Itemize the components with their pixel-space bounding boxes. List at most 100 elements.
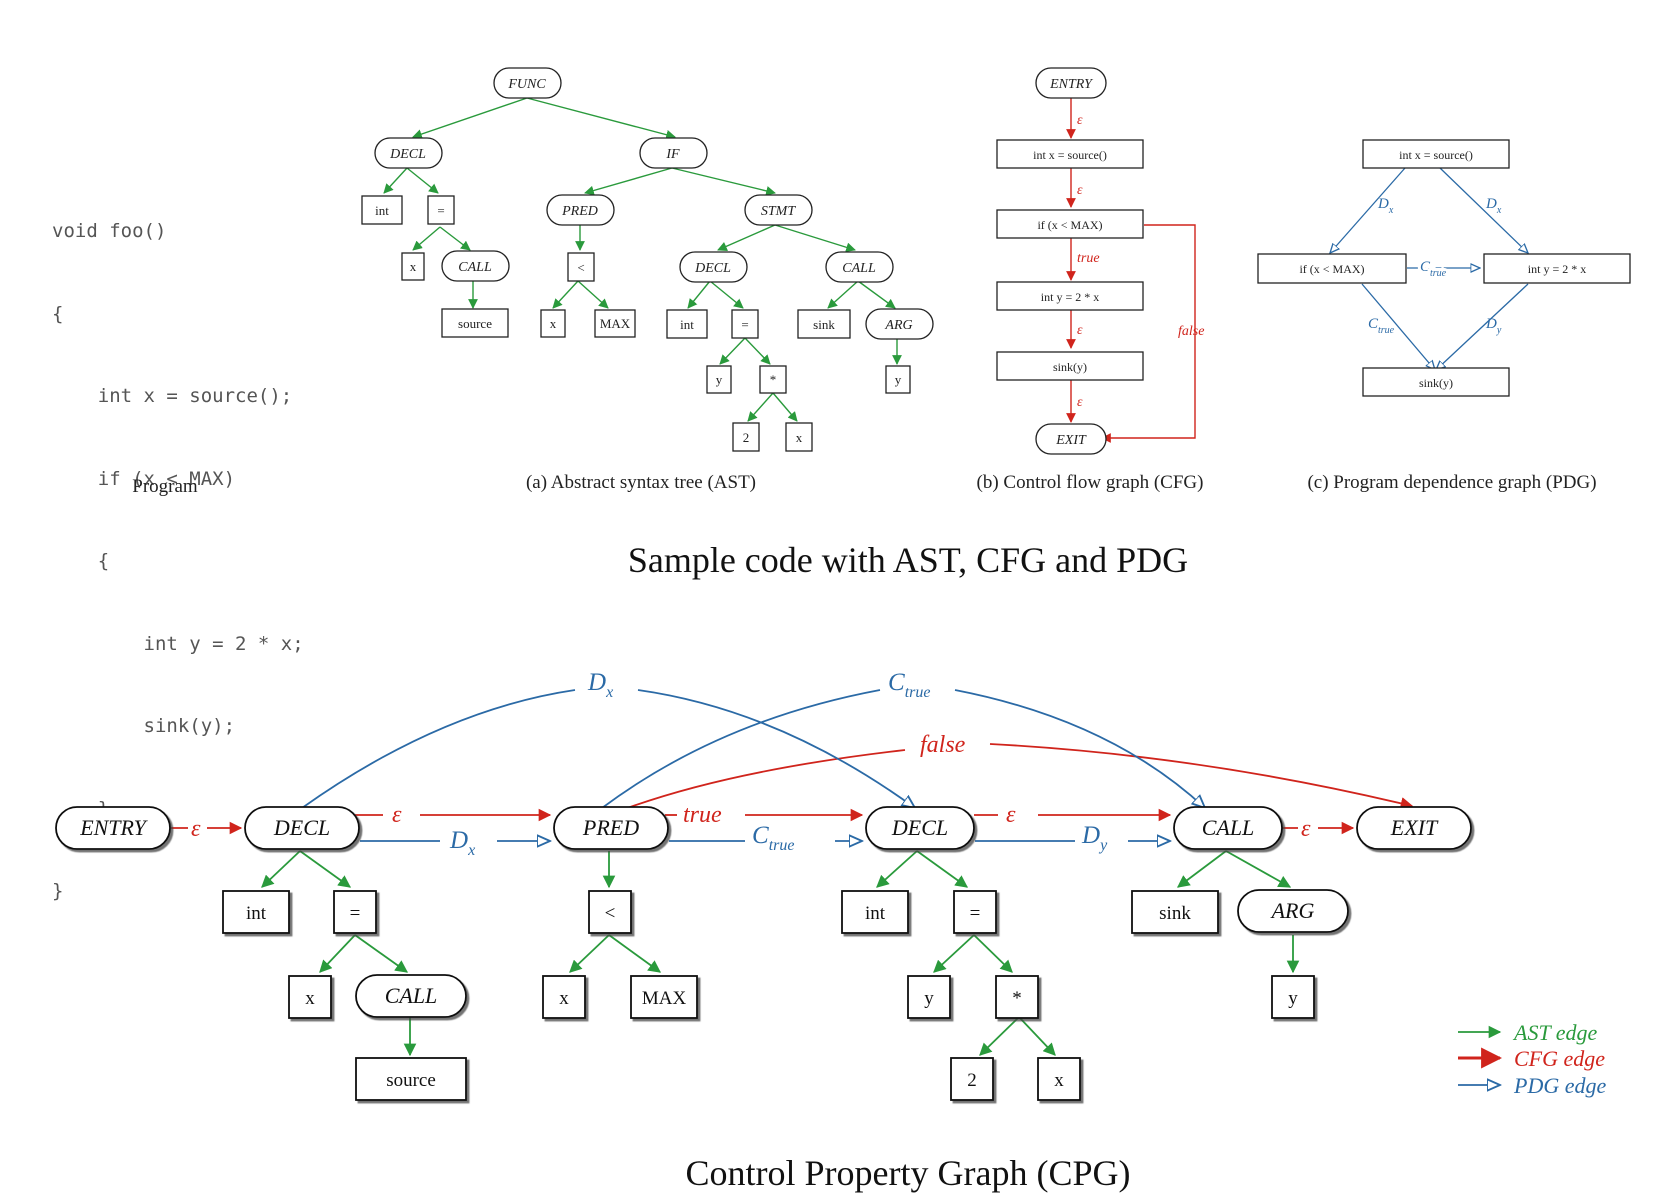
ast-label: x: [550, 316, 557, 331]
cfg-node-n4: [996, 351, 1144, 381]
cpg-node-int1: [222, 890, 290, 934]
legend-cfg: CFG edge: [1514, 1046, 1605, 1071]
ast-label: =: [741, 317, 748, 332]
ast-label: int: [680, 317, 694, 332]
ast-node-sink: [797, 309, 851, 339]
cpg-edge-label-dy: Dy: [1081, 822, 1108, 854]
cpg-label: ENTRY: [79, 815, 148, 840]
ast-node-x: [401, 252, 425, 281]
cpg-label: =: [970, 903, 981, 924]
pdg-diagram: [1330, 167, 1528, 370]
ast-node-max: [594, 309, 636, 338]
ast-node-lt: [567, 252, 595, 282]
pdg-node-n2: [1257, 253, 1407, 284]
cpg-label: int: [246, 903, 267, 924]
cpg-edge-label-dx-arc: Dx: [587, 669, 613, 701]
ast-label: PRED: [561, 204, 598, 219]
pdg-edge-label: Ctrue: [1368, 316, 1395, 336]
ast-label: *: [770, 372, 777, 387]
cpg-edge-label-false: false: [920, 732, 966, 758]
pdg-edge-label: Dy: [1485, 316, 1502, 336]
cfg-edge-label: ε: [1077, 323, 1083, 338]
cpg-node-x1: [288, 975, 332, 1019]
cpg-edge-label-eps: ε: [191, 816, 201, 842]
cpg-node-decl1: [244, 806, 360, 850]
legend: AST edge CFG edge PDG edge: [1458, 1020, 1606, 1098]
pdg-label: sink(y): [1419, 376, 1453, 390]
cpg-node-exit: [1356, 806, 1472, 850]
cfg-label: EXIT: [1055, 433, 1087, 448]
code-line: if (x < MAX): [52, 467, 236, 490]
cpg-pdg-edges: [301, 689, 1205, 841]
ast-node-func: [493, 67, 562, 99]
ast-node-x3: [785, 422, 813, 452]
caption-cfg: (b) Control flow graph (CFG): [977, 472, 1204, 493]
ast-label: ARG: [884, 318, 912, 333]
cfg-label: sink(y): [1053, 360, 1087, 374]
cpg-label: 2: [967, 1070, 977, 1091]
cpg-node-max: [630, 975, 698, 1019]
code-line: }: [52, 880, 64, 902]
cpg-label: x: [305, 988, 315, 1009]
pdg-label: int x = source(): [1399, 148, 1473, 162]
program-code: void foo() { int x = source(); if (x < M…: [52, 163, 304, 933]
cpg-node-decl2: [865, 806, 975, 850]
pdg-edge-label: Dx: [1485, 196, 1502, 216]
ast-node-stmt: [744, 194, 813, 226]
ast-node-eq: [427, 195, 455, 225]
cpg-cfg-edges: [171, 743, 1414, 835]
cpg-node-star: [995, 975, 1039, 1019]
cpg-node-call: [1173, 806, 1283, 850]
cpg-edge-label-true: true: [683, 802, 722, 828]
cpg-node-eq2: [953, 890, 997, 934]
cpg-node-sink: [1131, 890, 1219, 934]
cpg-edge-label-eps: ε: [1301, 816, 1311, 842]
ast-label: sink: [813, 317, 835, 332]
cpg-label: int: [865, 903, 886, 924]
cpg-label: CALL: [1202, 815, 1255, 840]
ast-label: source: [458, 316, 492, 331]
cpg-edge-label-eps: ε: [1006, 802, 1016, 828]
ast-label: IF: [665, 147, 680, 162]
ast-node-y: [706, 365, 732, 394]
code-line: {: [52, 550, 110, 572]
ast-label: int: [375, 203, 389, 218]
caption-ast: (a) Abstract syntax tree (AST): [526, 472, 756, 493]
ast-node-arg: [865, 308, 934, 340]
ast-label: 2: [743, 430, 750, 445]
cfg-label: int x = source(): [1033, 148, 1107, 162]
cpg-node-y2: [1271, 975, 1315, 1019]
cpg-node-x2: [542, 975, 586, 1019]
ast-label: x: [410, 259, 417, 274]
cpg-label: y: [1288, 988, 1298, 1009]
cfg-edge-label: ε: [1077, 395, 1083, 410]
cfg-label: ENTRY: [1049, 77, 1094, 92]
cfg-edge-label: true: [1077, 251, 1100, 266]
cfg-node-n2: [996, 209, 1144, 239]
cpg-label: x: [1054, 1070, 1064, 1091]
ast-node-call2: [825, 251, 894, 283]
cpg-edge-label-ctrue: Ctrue: [752, 822, 794, 854]
ast-nodes: [361, 67, 934, 452]
ast-node-int: [361, 195, 403, 225]
cpg-node-pred: [553, 806, 669, 850]
ast-label: MAX: [600, 316, 631, 331]
caption-program: Program: [132, 476, 198, 497]
code-line: int y = 2 * x;: [52, 632, 304, 655]
bottom-title: Control Property Graph (CPG): [686, 1153, 1131, 1193]
cpg-edge-label-eps: ε: [392, 802, 402, 828]
ast-label: DECL: [389, 147, 426, 162]
cpg-ast-edges: [261, 850, 1300, 1057]
top-title: Sample code with AST, CFG and PDG: [628, 540, 1188, 580]
cpg-node-source: [355, 1057, 467, 1101]
ast-label: <: [577, 260, 584, 275]
ast-label: =: [437, 203, 444, 218]
cfg-label: if (x < MAX): [1037, 218, 1102, 232]
cfg-node-n1: [996, 139, 1144, 169]
cfg-label: int y = 2 * x: [1041, 290, 1099, 304]
cpg-node-two: [950, 1057, 994, 1101]
cpg-label: y: [924, 988, 934, 1009]
pdg-node-n4: [1362, 367, 1510, 397]
pdg-label: int y = 2 * x: [1528, 262, 1586, 276]
